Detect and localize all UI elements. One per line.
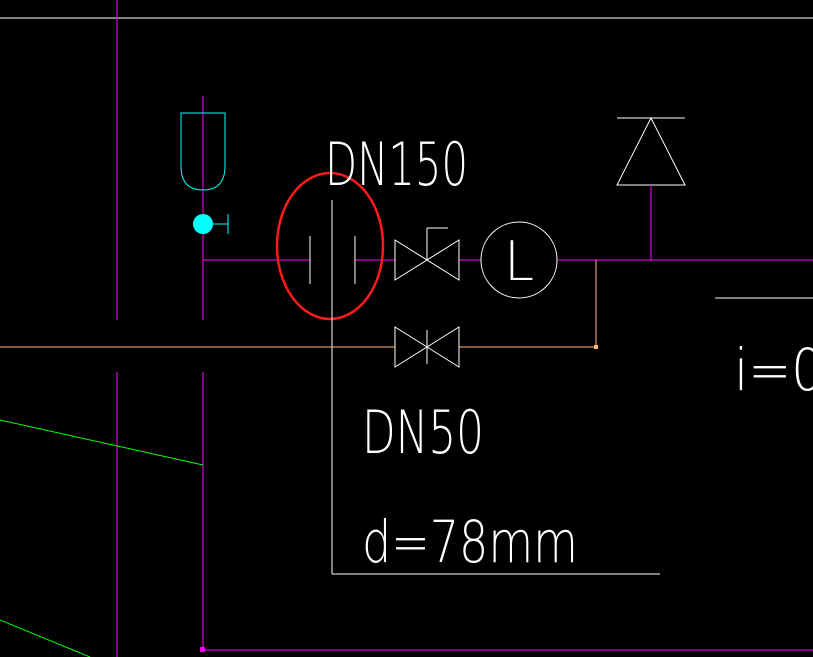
annotation-highlight-circle xyxy=(275,171,385,321)
bypass-pipe-size-label: DN50 xyxy=(362,398,484,468)
flow-meter-icon xyxy=(480,221,558,299)
cyan-valve-dot-icon xyxy=(193,214,213,234)
slope-label: i=0 xyxy=(734,336,813,404)
green-diagonal-line-lower xyxy=(0,619,91,657)
cistern-tank-icon xyxy=(180,112,226,191)
main-pipe-size-label: DN150 xyxy=(325,130,468,200)
green-diagonal-line-upper xyxy=(0,419,204,466)
orifice-diameter-label: d=78mm xyxy=(362,508,578,576)
bypass-pipe-node xyxy=(594,345,598,349)
gate-valve-bypass-icon xyxy=(394,326,460,368)
gate-valve-main-icon xyxy=(394,227,460,281)
bottom-pipe-node xyxy=(200,647,205,652)
flow-meter-symbol-text: L xyxy=(504,230,534,293)
